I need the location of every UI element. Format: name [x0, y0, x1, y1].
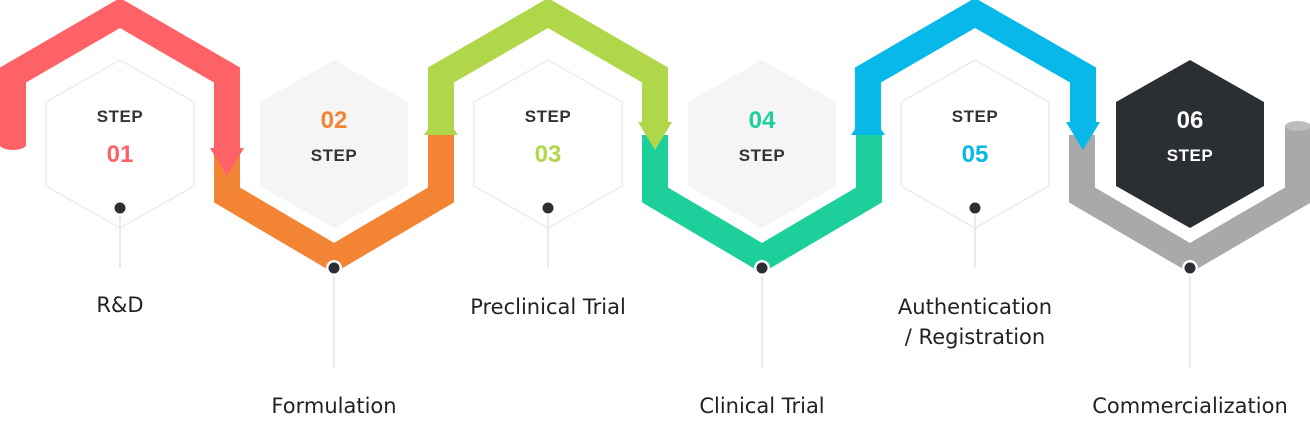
step-3-word: STEP [525, 107, 571, 126]
hexagon-step-6: 06 STEP [1116, 60, 1264, 228]
step-3-number: 03 [535, 141, 562, 168]
step-1-number: 01 [107, 141, 134, 168]
arrow-step-4 [642, 135, 882, 274]
step-6-number: 06 [1177, 107, 1204, 134]
dot-step-5 [969, 202, 981, 214]
label-step-2-text: Formulation [271, 394, 397, 418]
dot-step-6 [1184, 262, 1196, 274]
label-step-6-text: Commercialization [1092, 394, 1288, 418]
label-step-1-text: R&D [96, 293, 144, 317]
step-2-number: 02 [321, 107, 348, 134]
label-step-5: Authentication / Registration [875, 292, 1075, 352]
connector-lines [119, 215, 1191, 368]
hexagon-step-3: STEP 03 [473, 59, 623, 229]
arrow-step-3 [424, 0, 672, 150]
arrow-step-2 [214, 135, 454, 274]
hexagon-step-5: STEP 05 [900, 59, 1050, 229]
label-step-6: Commercialization [1080, 391, 1300, 421]
hexagon-step-4: 04 STEP [688, 60, 836, 228]
arrow-step-1 [0, 0, 244, 176]
step-4-number: 04 [749, 107, 776, 134]
step-5-word: STEP [952, 107, 998, 126]
label-step-2: Formulation [234, 391, 434, 421]
dot-step-1 [114, 202, 126, 214]
hexagon-step-2: 02 STEP [260, 60, 408, 228]
label-step-3: Preclinical Trial [448, 292, 648, 322]
label-step-5-line2: / Registration [904, 325, 1046, 349]
step-4-word: STEP [739, 146, 785, 165]
dot-step-4 [756, 262, 768, 274]
step-6-word: STEP [1167, 146, 1213, 165]
label-step-3-text: Preclinical Trial [470, 295, 626, 319]
step-2-word: STEP [311, 146, 357, 165]
label-step-1: R&D [60, 290, 180, 320]
arrow-step-6 [1069, 121, 1310, 274]
dot-step-2 [328, 262, 340, 274]
step-1-word: STEP [97, 107, 143, 126]
label-step-5-line1: Authentication [897, 295, 1053, 319]
dot-step-3 [542, 202, 554, 214]
step-5-number: 05 [962, 141, 989, 168]
connector-dots [114, 202, 1198, 276]
label-step-4-text: Clinical Trial [699, 394, 825, 418]
label-step-4: Clinical Trial [662, 391, 862, 421]
arrow-step-5 [851, 0, 1100, 150]
